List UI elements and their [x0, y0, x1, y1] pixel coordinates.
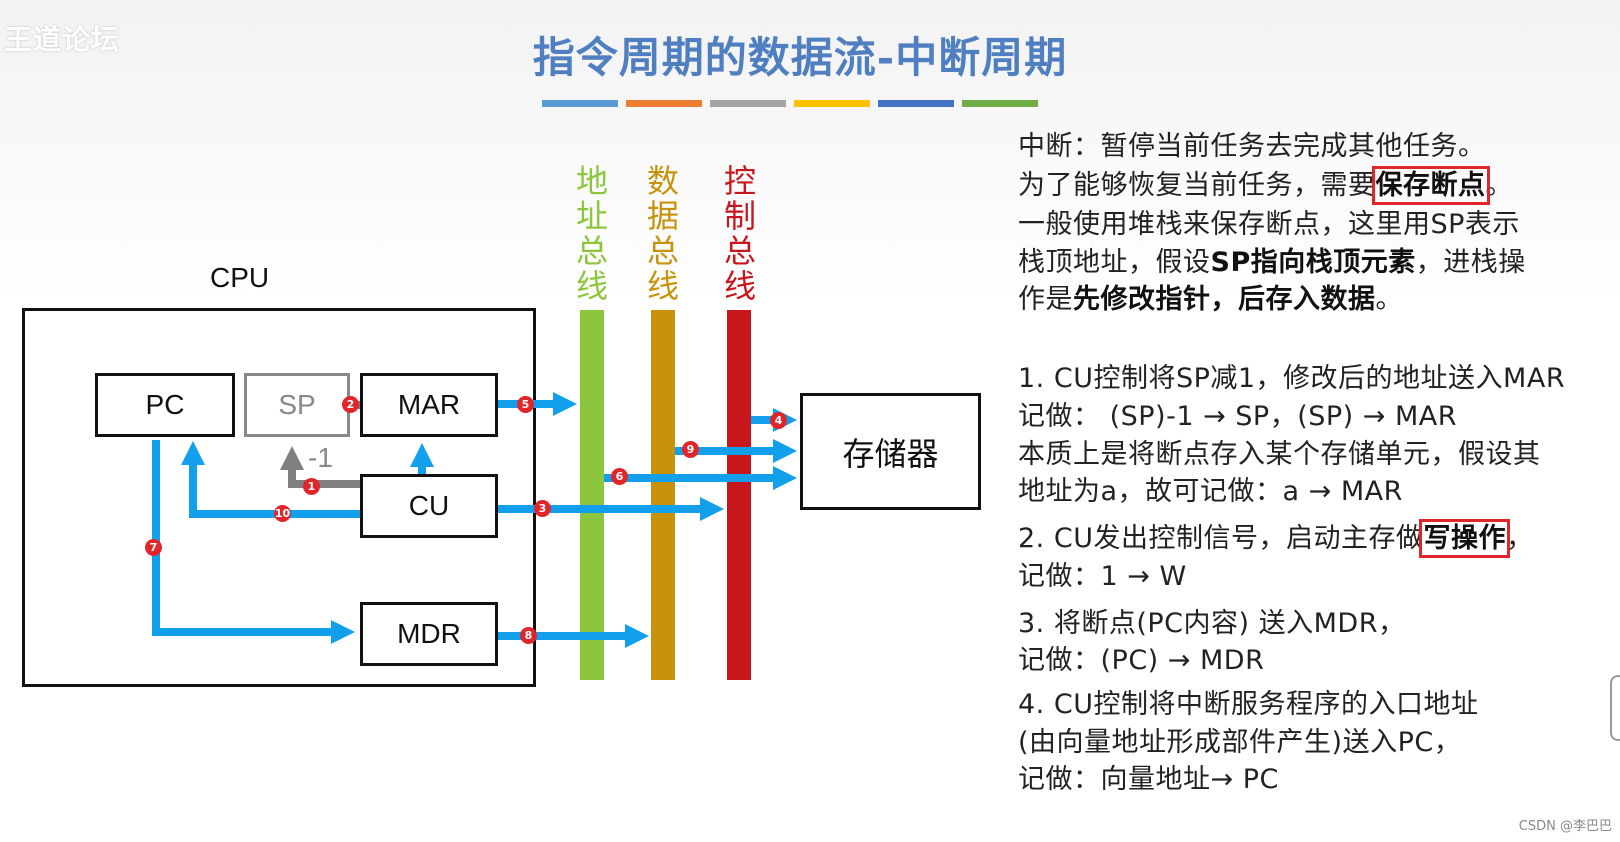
note-intro-1: 中断：暂停当前任务去完成其他任务。 [1018, 131, 1486, 162]
address-bus-char: 址 [575, 197, 608, 235]
cpu-label: CPU [210, 262, 270, 293]
note-step1-line3: 本质上是将断点存入某个存储单元，假设其 [1018, 439, 1541, 470]
note-step4-line1: 4. CU控制将中断服务程序的入口地址 [1018, 689, 1479, 720]
note-step3-line2: 记做：(PC) → MDR [1018, 645, 1265, 676]
note-step4-line2: (由向量地址形成部件产生)送入PC， [1018, 727, 1462, 758]
control-bus-char: 线 [723, 267, 756, 305]
data-bus [651, 310, 675, 680]
data-bus-char: 总 [646, 232, 679, 270]
note-step4-line3: 记做：向量地址→ PC [1018, 764, 1279, 795]
pc-register: PC [95, 373, 235, 437]
step-badge-10: 10 [274, 505, 291, 522]
note-intro-4-bold: SP指向栈顶元素 [1210, 247, 1416, 278]
arrow-cu-to-pc [181, 441, 360, 518]
control-bus-label: 控 制 总 线 [720, 164, 760, 304]
title-stripe-4 [794, 100, 870, 107]
note-step1-line2: 记做： (SP)-1 → SP，(SP) → MAR [1018, 401, 1458, 432]
control-bus-char: 控 [723, 162, 756, 200]
minus-one-label: -1 [308, 442, 333, 473]
note-intro-5-bold: 先修改指针，后存入数据 [1073, 284, 1376, 315]
note-intro-4: 栈顶地址，假设SP指向栈顶元素，进栈操 [1018, 240, 1526, 279]
note-step2-post: ， [1505, 523, 1534, 554]
note-intro-5: 作是先修改指针，后存入数据。 [1018, 277, 1403, 316]
arrow-cu-to-sp [280, 446, 360, 488]
note-intro-3: 一般使用堆栈来保存断点，这里用SP表示 [1018, 209, 1520, 240]
step-badge-1: 1 [303, 478, 320, 495]
note-intro-5-post: 。 [1375, 284, 1403, 315]
note-intro-2-post: 。 [1485, 170, 1513, 201]
control-bus-char: 总 [723, 232, 756, 270]
title-stripe-3 [710, 100, 786, 107]
csdn-credit: CSDN @李巴巴 [1518, 819, 1612, 834]
title-stripe-5 [878, 100, 954, 107]
note-intro-4-pre: 栈顶地址，假设 [1018, 247, 1211, 278]
note-step2-line1: 2. CU发出控制信号，启动主存做写操作， [1018, 516, 1534, 558]
step-badge-8: 8 [520, 627, 537, 644]
data-bus-char: 据 [646, 197, 679, 235]
sp-register: SP [244, 373, 350, 437]
cpu-box [22, 308, 536, 687]
cu-unit: CU [360, 474, 498, 538]
side-scroll-tab[interactable] [1610, 675, 1620, 741]
note-intro-2-pre: 为了能够恢复当前任务，需要 [1018, 170, 1376, 201]
title-stripe-6 [962, 100, 1038, 107]
mar-register: MAR [360, 373, 498, 437]
note-intro-2: 为了能够恢复当前任务，需要保存断点。 [1018, 163, 1513, 205]
save-breakpoint-highlight: 保存断点 [1371, 166, 1490, 205]
address-bus [580, 310, 604, 680]
address-bus-char: 地 [575, 162, 608, 200]
step-badge-9: 9 [682, 441, 699, 458]
data-bus-label: 数 据 总 线 [643, 164, 683, 304]
memory-box: 存储器 [800, 393, 981, 510]
step-badge-2: 2 [342, 396, 359, 413]
title-stripe-2 [626, 100, 702, 107]
title-stripe-1 [542, 100, 618, 107]
write-operation-highlight: 写操作 [1419, 519, 1510, 558]
control-bus [727, 310, 751, 680]
title-stripes [542, 100, 1046, 107]
step-badge-5: 5 [517, 396, 534, 413]
note-step1-line1: 1. CU控制将SP减1，修改后的地址送入MAR [1018, 363, 1566, 394]
note-step3-line1: 3. 将断点(PC内容) 送入MDR， [1018, 608, 1406, 639]
data-bus-char: 数 [646, 162, 679, 200]
address-bus-label: 地 址 总 线 [572, 164, 612, 304]
note-intro-4-post: ，进栈操 [1415, 247, 1526, 278]
slide-title: 指令周期的数据流-中断周期 [532, 33, 1068, 82]
data-bus-char: 线 [646, 267, 679, 305]
note-step2-pre: 2. CU发出控制信号，启动主存做 [1018, 523, 1424, 554]
mdr-register: MDR [360, 602, 498, 666]
arrow-pc-to-mdr [152, 440, 355, 644]
address-bus-char: 线 [575, 267, 608, 305]
step-badge-6: 6 [611, 468, 628, 485]
control-bus-char: 制 [723, 197, 756, 235]
note-intro-5-pre: 作是 [1018, 284, 1073, 315]
note-step1-line4: 地址为a，故可记做：a → MAR [1018, 476, 1403, 507]
watermark-forum: 王道论坛 [4, 23, 121, 56]
step-badge-4: 4 [770, 412, 787, 429]
step-badge-7: 7 [145, 539, 162, 556]
note-step2-line2: 记做：1 → W [1018, 561, 1187, 592]
address-bus-char: 总 [575, 232, 608, 270]
step-badge-3: 3 [534, 500, 551, 517]
